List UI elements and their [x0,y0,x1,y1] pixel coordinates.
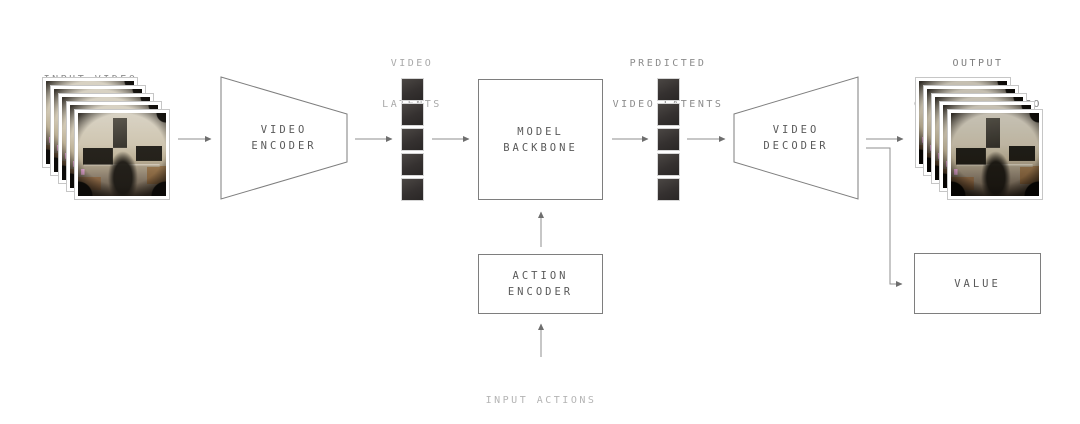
action-encoder-label-line2: ENCODER [507,286,574,298]
model-backbone-node: MODEL BACKBONE [478,79,603,200]
predicted-video-latents-column [657,78,680,201]
output-video-photo [951,113,1039,196]
label-predicted-video-latents: PREDICTED VIDEO LATENTS [583,30,753,138]
video-decoder-node: VIDEO DECODER [734,77,858,199]
video-frame [74,109,170,200]
model-backbone-label-line2: BACKBONE [503,141,578,154]
label-input-actions-line1: INPUT ACTIONS [485,395,597,406]
video-encoder-shape [220,76,348,200]
latent-square [401,153,424,176]
label-input-actions: INPUT ACTIONS [461,367,621,424]
action-encoder-node: ACTION ENCODER [478,254,603,314]
video-frame [947,109,1043,200]
video-decoder-label-line2: DECODER [763,140,829,152]
video-latents-column [401,78,424,201]
label-video-latents-line1: VIDEO [390,58,434,69]
latent-square [657,128,680,151]
latent-square [401,78,424,101]
video-encoder-node: VIDEO ENCODER [221,77,347,199]
model-backbone-label-line1: MODEL [517,125,564,138]
value-label-line1: VALUE [954,277,1001,290]
latent-square [657,178,680,201]
input-video-frame-stack [42,77,173,201]
arrow-decoder-to-value [866,147,903,287]
input-video-photo [78,113,166,196]
latent-square [657,153,680,176]
latent-square [657,103,680,126]
value-node: VALUE [914,253,1041,314]
action-encoder-label-line1: ACTION [512,270,569,282]
latent-square [401,128,424,151]
output-video-frame-stack [915,77,1046,201]
latent-square [657,78,680,101]
label-predicted-video-latents-line2: VIDEO LATENTS [612,98,724,110]
latent-square [401,103,424,126]
label-predicted-video-latents-line1: PREDICTED [629,58,707,69]
video-encoder-label-line2: ENCODER [251,140,317,152]
latent-square [401,178,424,201]
video-decoder-shape [733,76,859,200]
video-decoder-label-line1: VIDEO [772,124,820,136]
label-output-generated-video-line1: OUTPUT [952,58,1004,69]
video-encoder-label-line1: VIDEO [260,124,308,136]
